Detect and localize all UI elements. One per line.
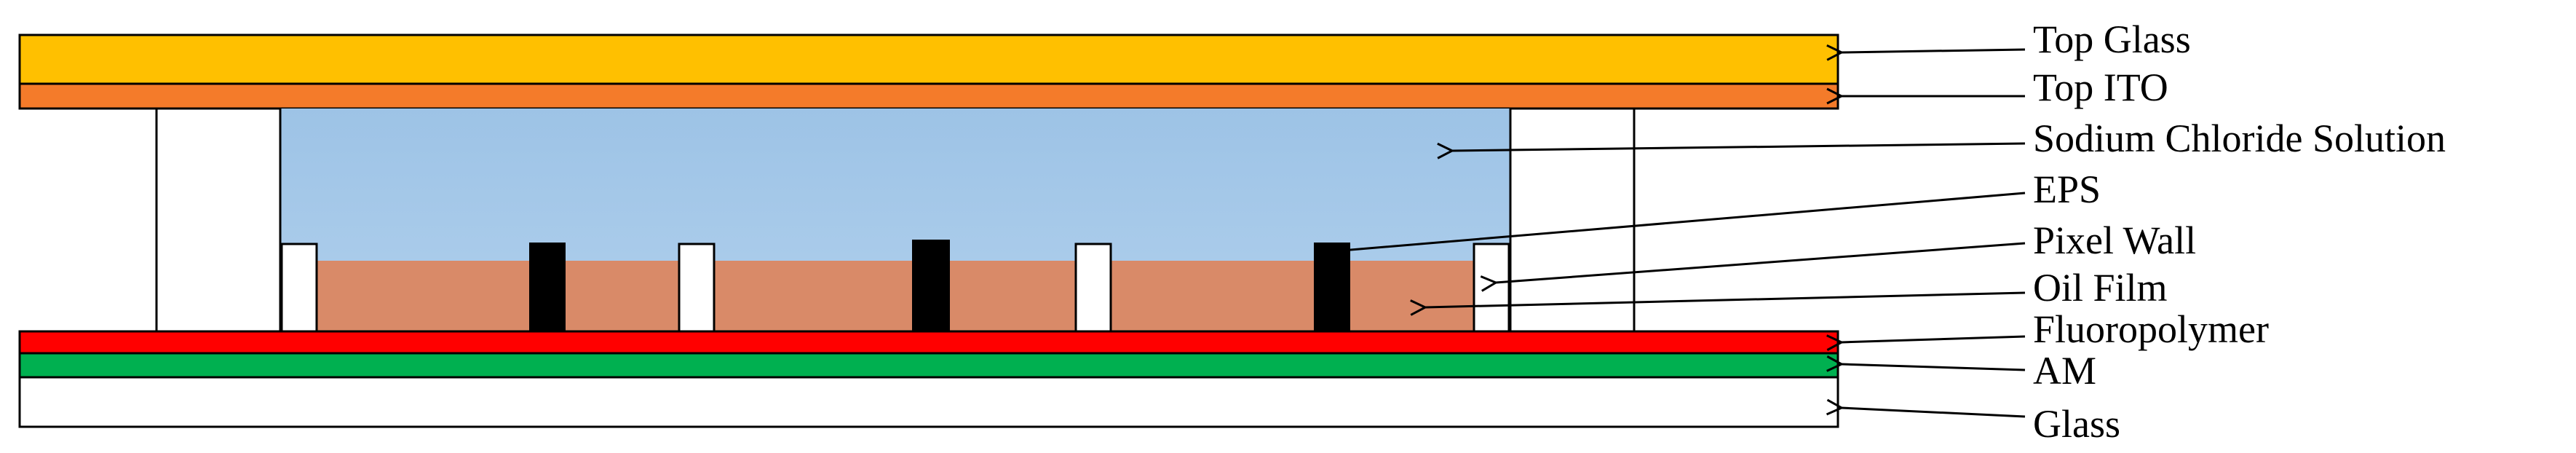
label-oil-film: Oil Film: [2033, 266, 2168, 310]
pixel-wall: [1473, 243, 1510, 333]
eps-block: [529, 243, 566, 331]
arrow-pixel-wall: [1496, 242, 2026, 283]
label-sodium-chloride-solution: Sodium Chloride Solution: [2033, 117, 2446, 160]
top-ito-layer: [18, 82, 1839, 110]
label-eps: EPS: [2033, 168, 2101, 211]
label-pixel-wall: Pixel Wall: [2033, 218, 2196, 262]
spacer-left: [155, 107, 282, 333]
pixel-wall: [280, 243, 318, 333]
eps-block: [1314, 243, 1350, 331]
arrow-oil-film: [1425, 291, 2026, 307]
pixel-wall: [678, 243, 716, 333]
spacer-right: [1509, 107, 1636, 333]
label-am: AM: [2033, 349, 2096, 393]
arrow-am: [1842, 364, 2026, 370]
label-fluoropolymer: Fluoropolymer: [2033, 307, 2269, 351]
label-glass: Glass: [2033, 402, 2120, 446]
label-top-ito: Top ITO: [2033, 66, 2168, 109]
pixel-wall: [1074, 243, 1112, 333]
fluoropolymer-layer: [18, 330, 1839, 355]
label-top-glass: Top Glass: [2033, 17, 2191, 61]
glass-layer: [18, 376, 1839, 428]
top-glass-layer: [18, 34, 1839, 85]
oil-film-layer: [317, 261, 1474, 331]
arrow-glass: [1842, 408, 2026, 418]
arrow-top-glass: [1842, 50, 2026, 52]
arrow-fluoropolymer: [1842, 336, 2026, 342]
arrow-sodium-chloride: [1452, 142, 2026, 151]
am-layer: [18, 352, 1839, 379]
arrow-eps: [1333, 192, 2026, 251]
eps-block: [912, 240, 950, 331]
